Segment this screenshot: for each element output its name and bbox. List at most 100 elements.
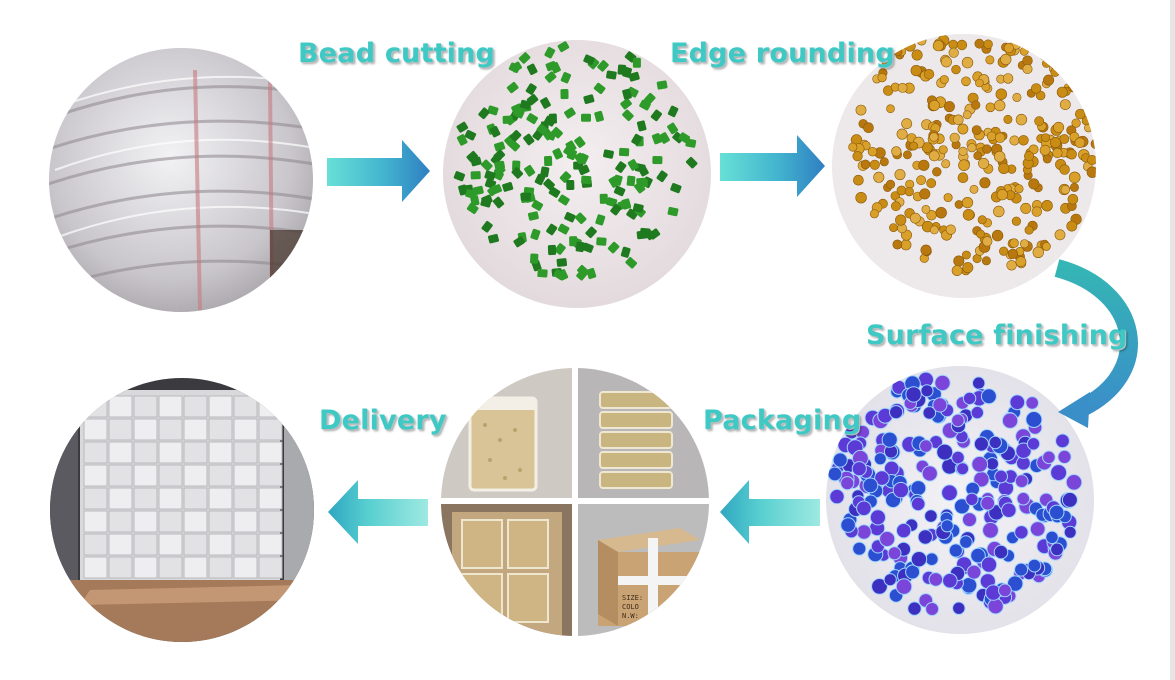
- carton: [158, 418, 183, 441]
- violet-bead: [973, 436, 990, 452]
- carton: [183, 556, 208, 579]
- green-bead: [625, 257, 637, 269]
- violet-bead: [922, 406, 937, 420]
- amber-bead: [940, 56, 952, 68]
- amber-bead: [895, 214, 907, 226]
- violet-bead: [1015, 442, 1032, 459]
- violet-bead: [951, 413, 965, 428]
- green-bead: [667, 105, 679, 118]
- carton: [108, 441, 133, 464]
- amber-bead: [1071, 118, 1081, 128]
- violet-bead: [928, 572, 944, 587]
- amber-bead: [943, 101, 955, 113]
- amber-bead: [1012, 92, 1022, 102]
- amber-bead: [904, 40, 916, 52]
- amber-bead: [873, 171, 885, 183]
- violet-bead: [1055, 433, 1070, 449]
- amber-bead: [1042, 154, 1052, 164]
- violet-bead: [840, 517, 856, 533]
- amber-bead: [1060, 185, 1071, 195]
- green-bead: [585, 226, 597, 239]
- violet-bead: [919, 439, 933, 453]
- violet-bead: [1065, 474, 1083, 491]
- violet-bead: [970, 547, 986, 564]
- amber-bead: [918, 159, 930, 171]
- amber-bead: [910, 64, 922, 77]
- amber-bead: [995, 88, 1007, 100]
- amber-bead: [1034, 116, 1045, 127]
- amber-bead: [1053, 121, 1065, 133]
- green-cut-beads-photo: [443, 40, 711, 308]
- amber-bead: [985, 55, 995, 65]
- violet-bead: [1009, 394, 1026, 411]
- amber-bead: [879, 157, 889, 167]
- amber-bead: [926, 178, 937, 189]
- violet-bead: [862, 477, 879, 494]
- arrow-icon-packaging-to-delivery: [328, 480, 428, 544]
- amber-bead: [891, 146, 902, 157]
- amber-bead: [993, 99, 1006, 112]
- amber-bead: [1039, 144, 1051, 156]
- amber-bead: [958, 146, 968, 156]
- violet-bead: [941, 484, 958, 502]
- green-bead: [511, 167, 524, 179]
- carton: [158, 487, 183, 510]
- carton: [83, 441, 108, 464]
- green-bead: [554, 243, 566, 255]
- violet-bead: [1029, 521, 1046, 537]
- carton: [183, 464, 208, 487]
- amber-bead: [1041, 200, 1053, 212]
- step-label-bead-cutting: Bead cutting: [298, 38, 496, 69]
- violet-bead: [951, 450, 965, 465]
- green-bead: [466, 151, 479, 163]
- green-bead: [574, 136, 586, 148]
- green-bead: [627, 159, 639, 171]
- violet-bead: [883, 573, 897, 587]
- green-bead: [509, 130, 522, 142]
- amber-bead: [951, 64, 961, 75]
- carton: [208, 441, 233, 464]
- amber-bead: [1074, 137, 1086, 148]
- violet-bead: [970, 405, 984, 420]
- amber-bead: [894, 169, 906, 181]
- amber-bead: [1031, 206, 1043, 217]
- green-bead: [557, 41, 570, 53]
- violet-bead: [962, 391, 977, 406]
- violet-bead: [856, 500, 872, 517]
- violet-bead: [887, 546, 902, 561]
- green-bead: [508, 62, 521, 74]
- green-bead: [656, 80, 668, 90]
- carton: [108, 556, 133, 579]
- carton: [233, 556, 258, 579]
- violet-bead: [827, 466, 843, 482]
- carton: [108, 395, 133, 418]
- amber-bead: [967, 143, 977, 153]
- green-bead: [560, 89, 569, 100]
- amber-bead: [1052, 147, 1063, 159]
- amber-bead: [982, 236, 993, 247]
- carton: [158, 510, 183, 533]
- green-bead: [618, 147, 630, 157]
- violet-bead: [998, 583, 1012, 598]
- green-bead: [564, 211, 576, 223]
- green-bead: [656, 170, 668, 183]
- amber-bead: [929, 132, 939, 142]
- violet-bead: [856, 524, 872, 540]
- green-bead: [595, 214, 606, 226]
- green-bead: [470, 171, 481, 180]
- amber-bead: [1020, 202, 1032, 214]
- carton: [233, 487, 258, 510]
- green-bead: [537, 269, 548, 278]
- green-bead: [581, 175, 592, 185]
- amber-bead: [901, 118, 913, 130]
- violet-bead: [921, 465, 938, 482]
- violet-bead: [910, 496, 926, 512]
- amber-bead: [891, 201, 901, 212]
- green-bead: [578, 164, 590, 176]
- carton: [133, 556, 158, 579]
- arrow-icon-cutting-to-rounding: [720, 135, 825, 197]
- green-bead: [502, 181, 514, 192]
- carton: [133, 533, 158, 556]
- amber-bead: [998, 162, 1010, 174]
